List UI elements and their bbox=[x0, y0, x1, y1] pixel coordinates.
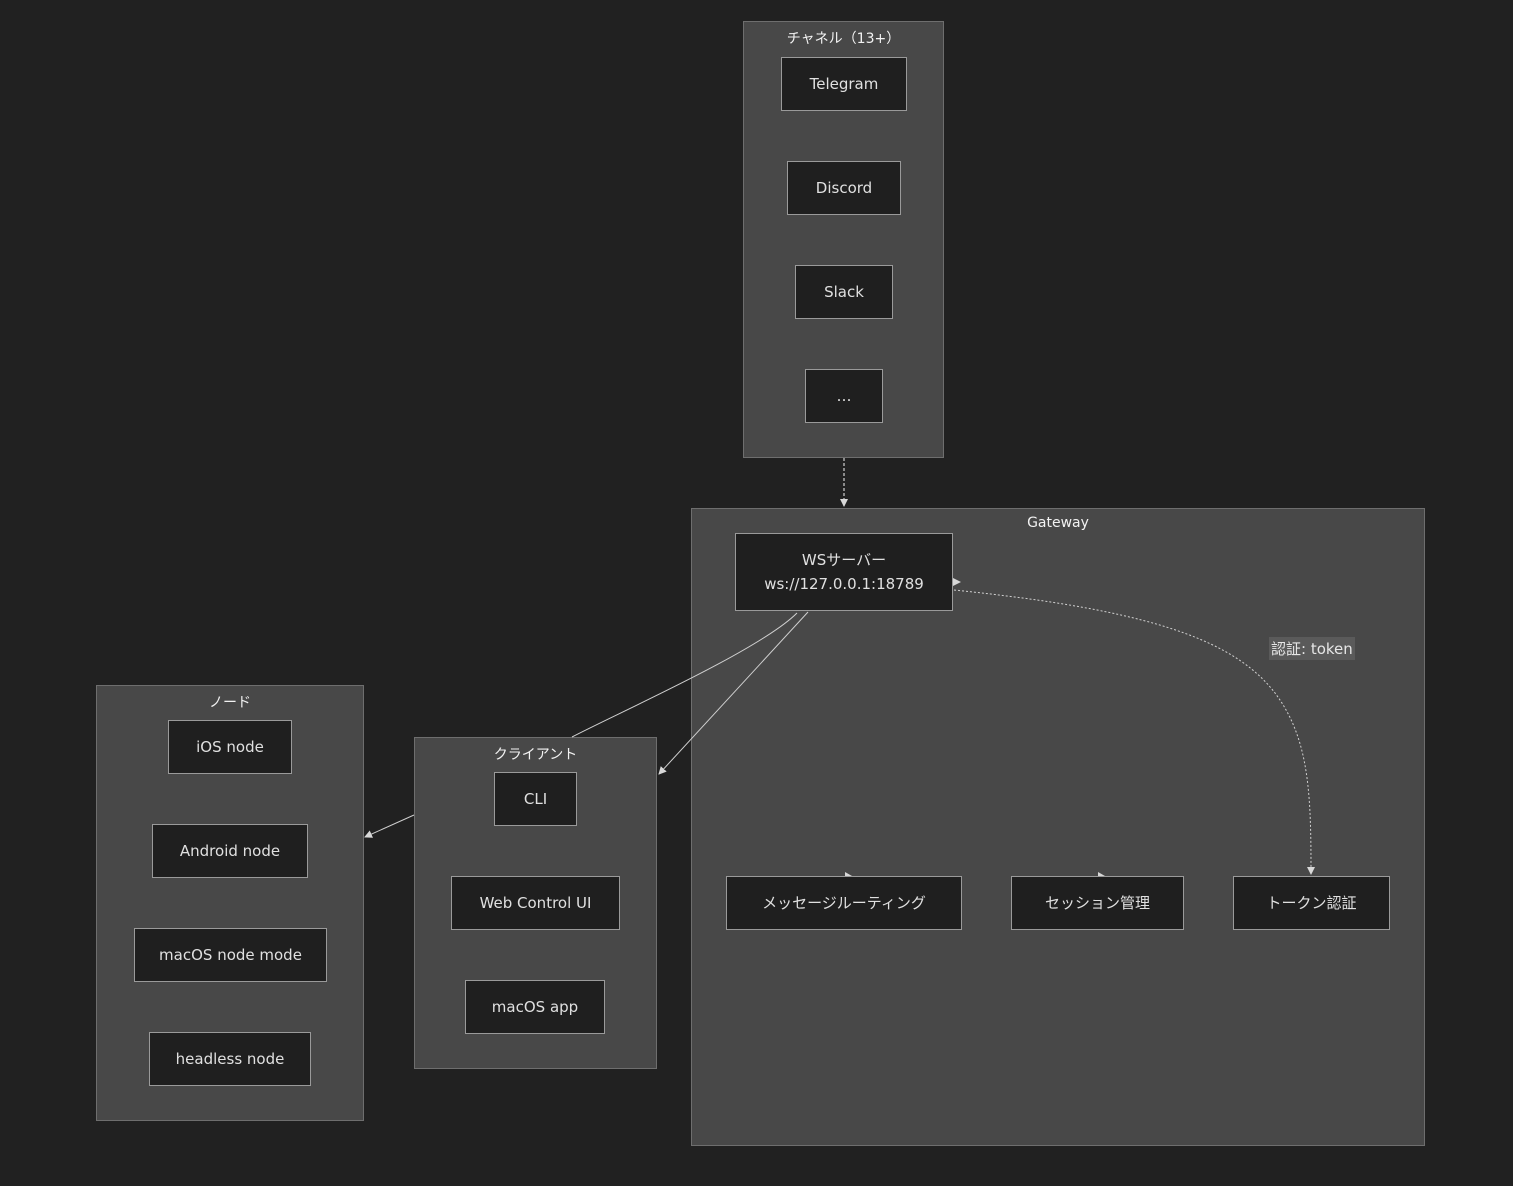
cluster-title: チャネル（13+） bbox=[786, 31, 901, 47]
node-web-control-ui[interactable]: Web Control UI bbox=[451, 876, 620, 930]
cluster-title: ノード bbox=[209, 695, 251, 711]
node-telegram[interactable]: Telegram bbox=[781, 57, 907, 111]
node-android[interactable]: Android node bbox=[152, 824, 308, 878]
ws-server-url: ws://127.0.0.1:18789 bbox=[764, 575, 924, 593]
node-cli[interactable]: CLI bbox=[494, 772, 577, 826]
node-discord[interactable]: Discord bbox=[787, 161, 901, 215]
node-ws-server[interactable]: WSサーバー ws://127.0.0.1:18789 bbox=[735, 533, 953, 611]
node-token-auth[interactable]: トークン認証 bbox=[1233, 876, 1390, 930]
node-slack[interactable]: Slack bbox=[795, 265, 893, 319]
node-message-routing[interactable]: メッセージルーティング bbox=[726, 876, 962, 930]
node-more-channels[interactable]: … bbox=[805, 369, 883, 423]
node-session-management[interactable]: セッション管理 bbox=[1011, 876, 1184, 930]
edge-label-auth-token: 認証: token bbox=[1269, 637, 1355, 660]
cluster-title: Gateway bbox=[1027, 515, 1089, 531]
ws-server-title: WSサーバー bbox=[801, 551, 887, 569]
cluster-title: クライアント bbox=[493, 747, 578, 763]
node-macos-app[interactable]: macOS app bbox=[465, 980, 605, 1034]
node-headless[interactable]: headless node bbox=[149, 1032, 311, 1086]
node-ios[interactable]: iOS node bbox=[168, 720, 292, 774]
node-macos-node-mode[interactable]: macOS node mode bbox=[134, 928, 327, 982]
